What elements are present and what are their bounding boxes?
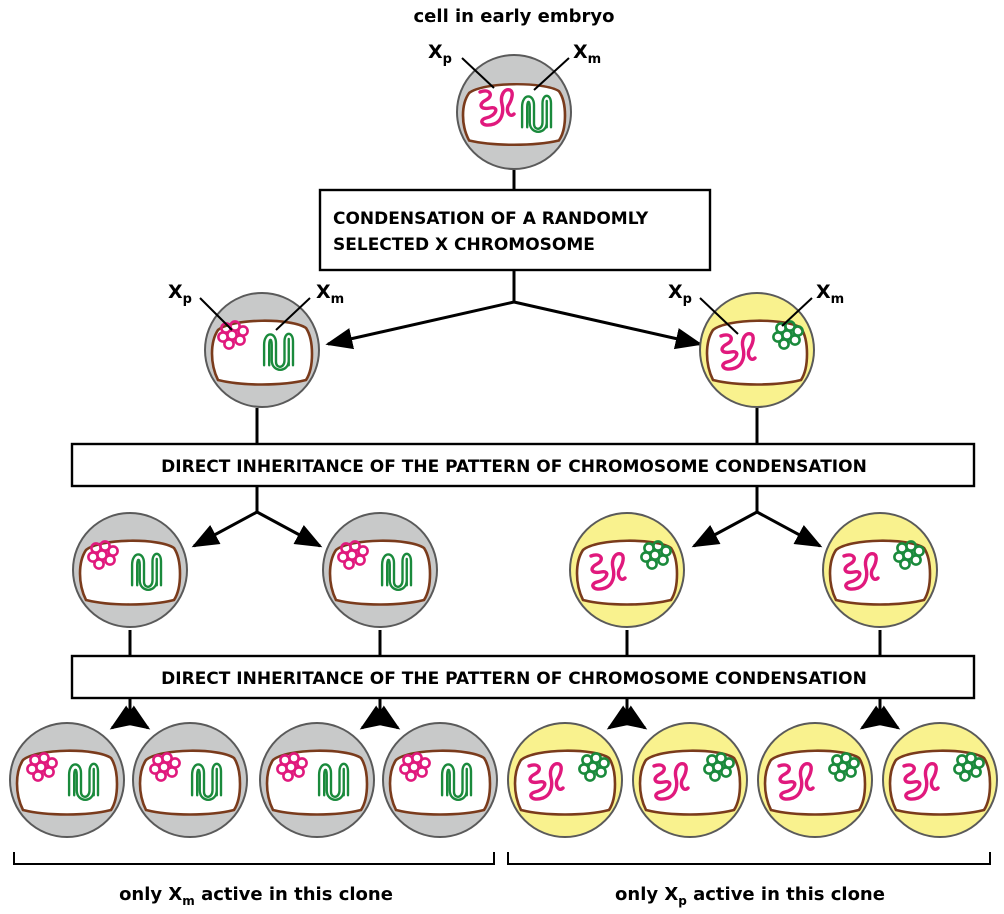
xm-label-left: Xm — [316, 281, 344, 307]
xm-label-right: Xm — [816, 281, 844, 307]
inheritance-box-2: DIRECT INHERITANCE OF THE PATTERN OF CHR… — [70, 654, 976, 700]
bracket-left — [13, 852, 495, 865]
inheritance-box-1: DIRECT INHERITANCE OF THE PATTERN OF CHR… — [70, 442, 976, 488]
cell-xm-condensed — [699, 292, 815, 408]
cell-xp-condensed — [204, 292, 320, 408]
condensation-line2: SELECTED X CHROMOSOME — [333, 235, 595, 255]
caption-left: only Xm active in this clone — [119, 884, 393, 908]
cell-l4-2 — [132, 722, 248, 838]
cell-l4-4 — [382, 722, 498, 838]
title: cell in early embryo — [414, 6, 615, 27]
cell-l3-2 — [322, 512, 438, 628]
xp-label-left: Xp — [168, 281, 192, 307]
cell-l4-3 — [259, 722, 375, 838]
xm-label-top: Xm — [573, 41, 601, 67]
inheritance-box-1-text: DIRECT INHERITANCE OF THE PATTERN OF CHR… — [161, 457, 867, 477]
cell-l3-3 — [569, 512, 685, 628]
cell-l4-8 — [882, 722, 998, 838]
condensation-box: CONDENSATION OF A RANDOMLY SELECTED X CH… — [318, 188, 712, 272]
condensation-line1: CONDENSATION OF A RANDOMLY — [333, 209, 649, 229]
xp-label-top: Xp — [428, 41, 452, 67]
caption-right: only Xp active in this clone — [615, 884, 885, 908]
cell-l3-4 — [822, 512, 938, 628]
cell-l4-1 — [9, 722, 125, 838]
inheritance-box-2-text: DIRECT INHERITANCE OF THE PATTERN OF CHR… — [161, 669, 867, 689]
cell-l4-6 — [632, 722, 748, 838]
cell-l3-1 — [72, 512, 188, 628]
cell-l4-7 — [757, 722, 873, 838]
cell-l4-5 — [507, 722, 623, 838]
xp-label-right: Xp — [668, 281, 692, 307]
bracket-right — [507, 852, 991, 865]
